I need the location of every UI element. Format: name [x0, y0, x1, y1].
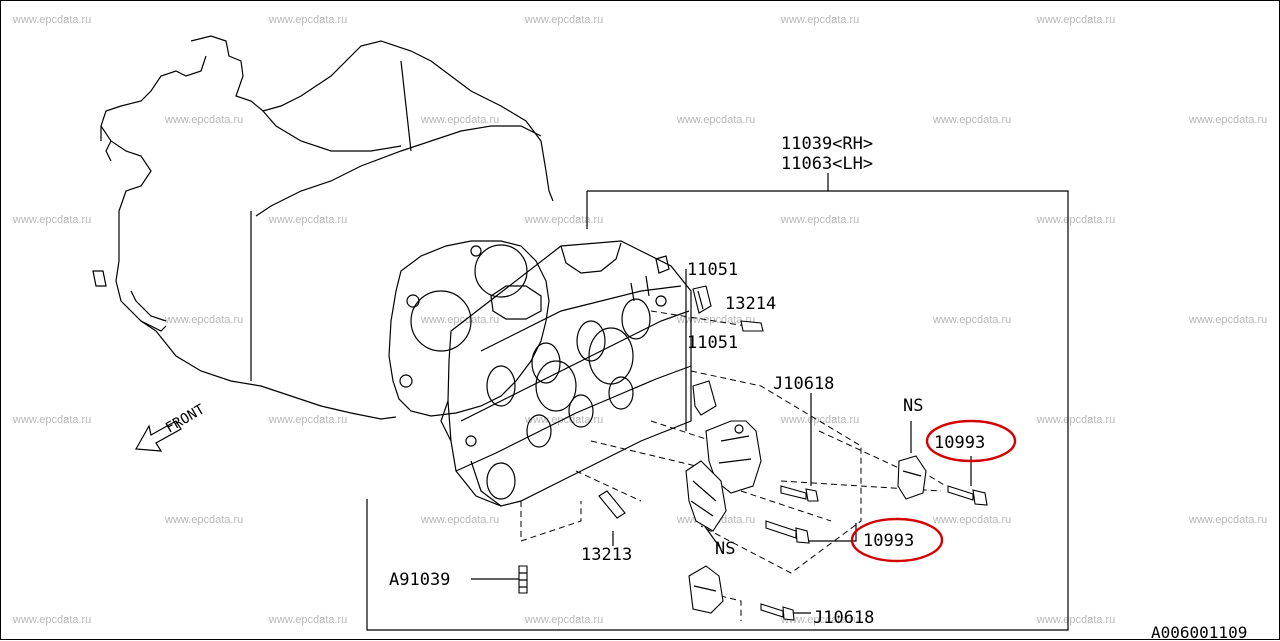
- part-ns-lower-cap: [688, 565, 724, 614]
- label-13213[interactable]: 13213: [581, 545, 632, 565]
- watermark-text: www.epcdata.ru: [12, 614, 91, 626]
- part-a91039-stud: [518, 565, 528, 594]
- watermark-text: www.epcdata.ru: [524, 214, 603, 226]
- label-head-lh[interactable]: 11063<LH>: [781, 154, 873, 174]
- label-ns-right[interactable]: NS: [903, 396, 923, 416]
- callout-frame: [366, 173, 1069, 631]
- watermark-text: www.epcdata.ru: [268, 414, 347, 426]
- watermark-text: www.epcdata.ru: [164, 114, 243, 126]
- part-camshaft-cap-upper: [705, 420, 762, 494]
- front-direction-arrow: FRONT: [135, 401, 208, 452]
- watermark-text: www.epcdata.ru: [780, 614, 859, 626]
- label-ns-mid[interactable]: NS: [715, 539, 735, 559]
- watermark-text: www.epcdata.ru: [780, 14, 859, 26]
- label-head-rh[interactable]: 11039<RH>: [781, 134, 873, 154]
- watermark-text: www.epcdata.ru: [12, 414, 91, 426]
- label-10993-mid[interactable]: 10993: [863, 531, 914, 551]
- part-bolt-j10618-bottom: [760, 603, 795, 621]
- watermark-text: www.epcdata.ru: [1036, 414, 1115, 426]
- watermark-text: www.epcdata.ru: [1036, 614, 1115, 626]
- watermark-text: www.epcdata.ru: [268, 214, 347, 226]
- watermark-text: www.epcdata.ru: [12, 14, 91, 26]
- watermark-text: www.epcdata.ru: [164, 514, 243, 526]
- part-bolt-10993-mid: [765, 520, 810, 544]
- diagram-id: A006001109: [1151, 623, 1247, 641]
- watermark-text: www.epcdata.ru: [780, 414, 859, 426]
- watermark-text: www.epcdata.ru: [1036, 14, 1115, 26]
- watermark-text: www.epcdata.ru: [932, 314, 1011, 326]
- engine-block-outline: [92, 35, 554, 420]
- watermark-text: www.epcdata.ru: [12, 214, 91, 226]
- watermark-text: www.epcdata.ru: [676, 114, 755, 126]
- front-label: FRONT: [163, 401, 208, 436]
- label-10993-right[interactable]: 10993: [934, 433, 985, 453]
- watermark-text: www.epcdata.ru: [268, 614, 347, 626]
- watermark-text: www.epcdata.ru: [1036, 214, 1115, 226]
- watermark-text: www.epcdata.ru: [268, 14, 347, 26]
- watermark-text: www.epcdata.ru: [1188, 114, 1267, 126]
- watermark-text: www.epcdata.ru: [524, 414, 603, 426]
- part-ns-right-cap: [897, 455, 927, 500]
- watermark-text: www.epcdata.ru: [524, 14, 603, 26]
- part-camshaft-cap-middle: [685, 460, 727, 532]
- watermark-text: www.epcdata.ru: [420, 314, 499, 326]
- watermark-text: www.epcdata.ru: [1188, 514, 1267, 526]
- watermark-text: www.epcdata.ru: [932, 514, 1011, 526]
- part-bolt-j10618-top: [780, 485, 819, 502]
- watermark-layer: www.epcdata.ru www.epcdata.ru www.epcdata.…: [12, 14, 1267, 626]
- label-11051-top[interactable]: 11051: [687, 260, 738, 280]
- part-13213: [598, 490, 626, 519]
- part-bolt-10993-right: [947, 485, 988, 506]
- watermark-text: www.epcdata.ru: [932, 114, 1011, 126]
- watermark-text: www.epcdata.ru: [780, 214, 859, 226]
- part-13214: [740, 320, 764, 332]
- bellhousing-face: [388, 240, 550, 417]
- watermark-text: www.epcdata.ru: [420, 514, 499, 526]
- highlight-10993-right: [925, 419, 1017, 463]
- watermark-text: www.epcdata.ru: [164, 314, 243, 326]
- part-11051-top: [692, 285, 712, 314]
- label-j10618-top[interactable]: J10618: [773, 374, 834, 394]
- label-13214[interactable]: 13214: [725, 294, 776, 314]
- watermark-text: www.epcdata.ru: [676, 314, 755, 326]
- highlight-marks: [850, 419, 1017, 563]
- highlight-10993-mid: [850, 517, 944, 563]
- label-11051-mid[interactable]: 11051: [687, 333, 738, 353]
- part-11051-mid: [692, 380, 717, 416]
- watermark-text: www.epcdata.ru: [524, 614, 603, 626]
- watermark-text: www.epcdata.ru: [1188, 314, 1267, 326]
- watermark-text: www.epcdata.ru: [420, 114, 499, 126]
- label-j10618-bottom[interactable]: J10618: [813, 608, 874, 628]
- cylinder-head: [440, 240, 692, 507]
- label-a91039[interactable]: A91039: [389, 570, 450, 590]
- callout-labels: 11039<RH> 11063<LH> 11051 13214 11051 J1…: [389, 134, 985, 628]
